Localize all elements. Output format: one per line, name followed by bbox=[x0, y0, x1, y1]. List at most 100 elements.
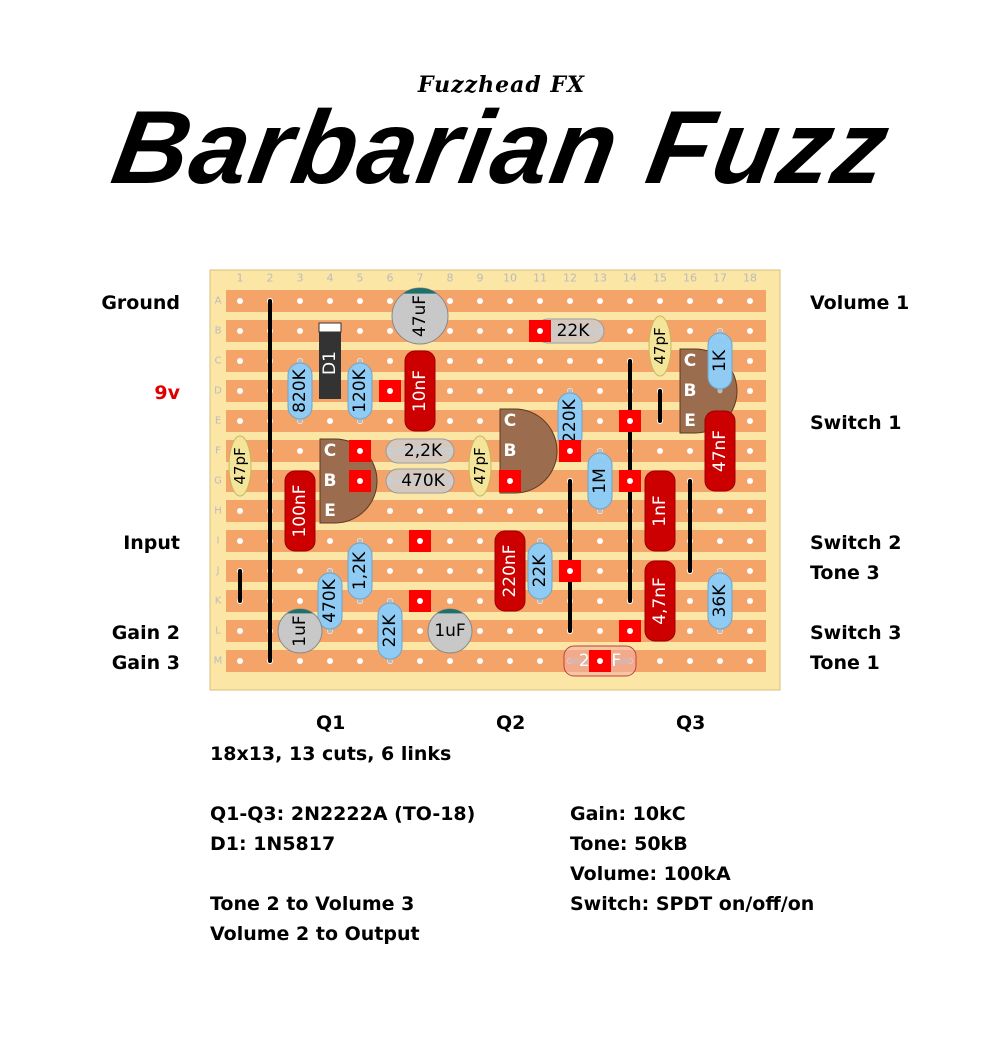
hole bbox=[597, 298, 603, 304]
label-gain-2: Gain 2 bbox=[111, 622, 180, 644]
hole bbox=[447, 358, 453, 364]
hole bbox=[627, 328, 633, 334]
hole bbox=[477, 568, 483, 574]
hole bbox=[357, 628, 363, 634]
column-number: 14 bbox=[623, 272, 637, 285]
hole bbox=[447, 598, 453, 604]
c-10nf: 10nF bbox=[404, 350, 436, 432]
copper-strip bbox=[226, 290, 766, 312]
hole bbox=[447, 508, 453, 514]
hole bbox=[417, 568, 423, 574]
resistor-value: 470K bbox=[401, 471, 445, 491]
hole bbox=[717, 508, 723, 514]
note-diode: D1: 1N5817 bbox=[210, 833, 336, 855]
r-1m: 1M bbox=[587, 452, 613, 510]
c-100nf: 100nF bbox=[284, 470, 316, 552]
film-cap-body bbox=[404, 350, 436, 432]
hole bbox=[537, 298, 543, 304]
electrolytic-band bbox=[436, 609, 464, 614]
copper-strip bbox=[226, 320, 766, 342]
capacitor-value: 1nF bbox=[650, 495, 670, 526]
hole bbox=[237, 658, 243, 664]
c-47pf-right: 47pF bbox=[648, 315, 672, 377]
hole bbox=[567, 298, 573, 304]
hole bbox=[597, 418, 603, 424]
r-22k-mid: 22K bbox=[527, 542, 553, 600]
hole bbox=[687, 628, 693, 634]
label-switch-2: Switch 2 bbox=[810, 532, 902, 554]
row-letter: I bbox=[217, 536, 220, 547]
row-letter: A bbox=[215, 296, 222, 307]
hole bbox=[507, 508, 513, 514]
c-47pf-mid: 47pF bbox=[468, 435, 492, 497]
cut-hole bbox=[507, 478, 513, 484]
capacitor-value: 47nF bbox=[710, 430, 730, 472]
electrolytic-body bbox=[277, 608, 323, 654]
resistor-body bbox=[707, 332, 733, 390]
row-letter: D bbox=[214, 386, 222, 397]
hole bbox=[657, 658, 663, 664]
diode-label: D1 bbox=[320, 351, 340, 375]
row-letter: F bbox=[215, 446, 221, 457]
r-220k: 220K bbox=[557, 392, 583, 450]
hole bbox=[477, 298, 483, 304]
c-4-7nf: 4,7nF bbox=[644, 560, 676, 642]
hole bbox=[477, 358, 483, 364]
hole bbox=[237, 358, 243, 364]
column-number: 4 bbox=[327, 272, 334, 285]
capacitor-value: 1uF bbox=[434, 621, 465, 641]
resistor-body bbox=[385, 438, 455, 464]
hole bbox=[507, 298, 513, 304]
resistor-value: 220K bbox=[560, 398, 580, 442]
label-input: Input bbox=[123, 532, 180, 554]
resistor-body bbox=[707, 572, 733, 630]
hole bbox=[747, 298, 753, 304]
hole bbox=[597, 388, 603, 394]
capacitor-value: 10nF bbox=[410, 370, 430, 412]
cut-hole bbox=[387, 388, 393, 394]
hole bbox=[447, 298, 453, 304]
hole bbox=[537, 658, 543, 664]
resistor-body bbox=[317, 572, 343, 630]
hole bbox=[717, 538, 723, 544]
cut-hole bbox=[357, 478, 363, 484]
resistor-value: 36K bbox=[710, 584, 730, 618]
r-36k: 36K bbox=[707, 572, 733, 630]
hole bbox=[477, 508, 483, 514]
label-ground: Ground bbox=[101, 292, 180, 314]
hole bbox=[387, 328, 393, 334]
hole bbox=[747, 418, 753, 424]
row-letter: C bbox=[215, 356, 222, 367]
film-cap-body bbox=[284, 470, 316, 552]
column-number: 12 bbox=[563, 272, 577, 285]
hole bbox=[537, 628, 543, 634]
hole bbox=[327, 538, 333, 544]
pin-emitter: E bbox=[684, 411, 696, 431]
resistor-value: 22K bbox=[530, 554, 550, 588]
hole bbox=[507, 358, 513, 364]
resistor-body bbox=[287, 362, 313, 420]
pin-emitter: E bbox=[324, 501, 336, 521]
capacitor-value: 47uF bbox=[410, 295, 430, 337]
hole bbox=[237, 418, 243, 424]
hole bbox=[417, 658, 423, 664]
hole bbox=[237, 628, 243, 634]
hole bbox=[387, 298, 393, 304]
note-transistors: Q1-Q3: 2N2222A (TO-18) bbox=[210, 803, 476, 825]
hole bbox=[297, 328, 303, 334]
resistor-value: 22K bbox=[557, 321, 591, 341]
ceramic-cap-body bbox=[228, 435, 252, 497]
hole bbox=[687, 298, 693, 304]
hole bbox=[507, 388, 513, 394]
column-number: 8 bbox=[447, 272, 454, 285]
c-220nf: 220nF bbox=[494, 530, 526, 612]
label-9v: 9v bbox=[154, 382, 180, 404]
pin-collector: C bbox=[684, 351, 696, 371]
hole bbox=[537, 388, 543, 394]
capacitor-value: 47pF bbox=[651, 327, 669, 364]
column-number: 3 bbox=[297, 272, 304, 285]
r-820k: 820K bbox=[287, 362, 313, 420]
hole bbox=[237, 508, 243, 514]
label-tone-1: Tone 1 bbox=[810, 652, 880, 674]
